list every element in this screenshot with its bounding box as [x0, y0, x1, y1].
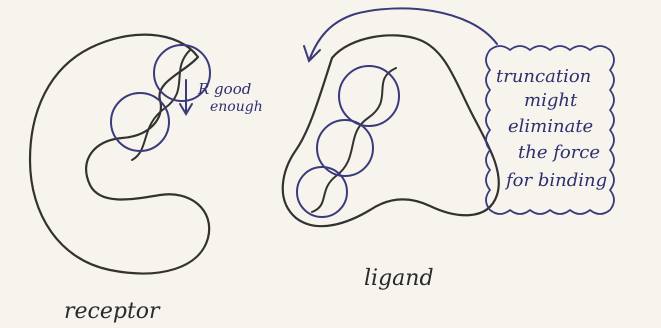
- note-line-4: the force: [518, 142, 600, 163]
- note-line-5: for binding: [504, 170, 607, 191]
- r-good-enough-line2: enough: [210, 99, 263, 115]
- receptor-label: receptor: [64, 299, 161, 324]
- note-line-1: truncation: [496, 66, 591, 87]
- note-line-2: might: [524, 90, 578, 111]
- note-line-3: eliminate: [508, 116, 593, 137]
- r-good-enough-line1: R good: [197, 80, 251, 98]
- ligand-label: ligand: [364, 266, 434, 291]
